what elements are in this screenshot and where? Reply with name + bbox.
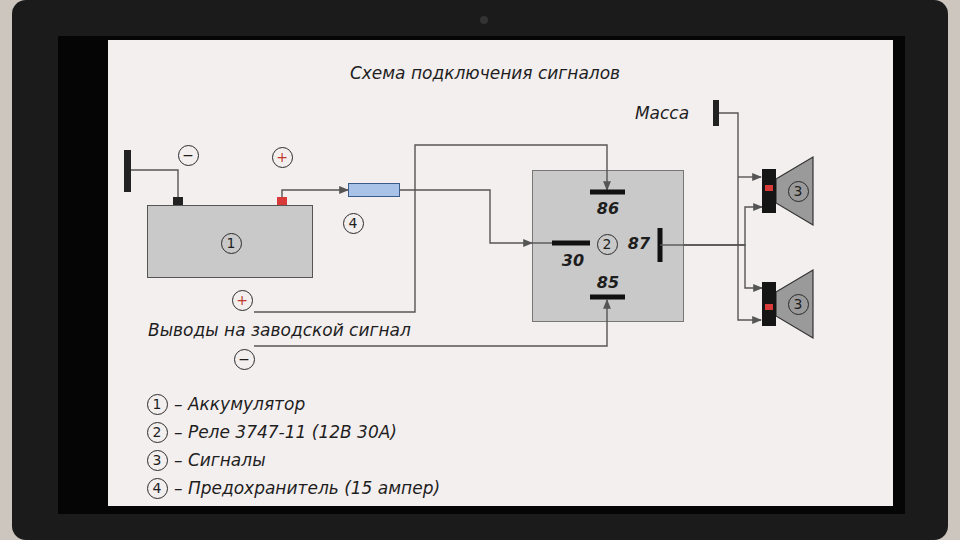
laptop-bezel [12,0,948,540]
text-slot: + [232,290,253,311]
text-slot: 3 [788,181,809,202]
callout-number: 3 [788,294,809,315]
pin-bar [590,295,625,300]
text-slot: 4 [147,478,168,499]
horn-symbol: 3 [762,268,814,340]
terminal-sign: − [234,349,255,370]
pin-number: 85 [597,273,619,293]
text-slot: – Аккумулятор [174,394,305,414]
legend-text: – Сигналы [174,450,266,470]
text-slot: 1 [221,233,242,254]
callout-number: 4 [343,213,364,234]
text-slot: Масса [635,103,689,123]
factory-plus-wire [254,145,607,312]
horn-symbol: 3 [762,155,814,227]
camera-dot [480,16,488,24]
legend-text: – Аккумулятор [174,394,305,414]
text-slot: − [234,349,255,370]
display-panel [58,36,905,514]
text-slot: – Предохранитель (15 ампер) [174,478,440,498]
text-slot: 2 [147,422,168,443]
pin-number: 30 [562,251,584,271]
battery-box: 1 [147,205,313,278]
text-slot: Схема подключения сигналов [350,63,620,83]
text-slot: 30 [562,251,584,271]
wire-connector [282,190,348,205]
text-slot: Выводы на заводской сигнал [148,320,411,340]
text-slot: 3 [788,294,809,315]
callout-number: 2 [597,234,618,255]
text-slot: 85 [597,273,619,293]
wire-note: Выводы на заводской сигнал [148,320,411,340]
text-slot: – Сигналы [174,450,266,470]
ground-wire [738,176,761,177]
ground-bar [713,100,719,126]
pin-wire [532,242,552,243]
callout-number: 1 [147,394,168,415]
video-frame [108,40,893,506]
callout-number: 2 [147,422,168,443]
ground-wire [131,170,178,197]
text-slot: 2 [597,234,618,255]
terminal-sign: − [178,145,199,166]
pin-bar [552,241,590,246]
text-slot: + [272,147,293,168]
wire-connector [684,245,762,288]
callout-number: 1 [221,233,242,254]
terminal-sign: + [232,290,253,311]
pin-wire [660,244,684,245]
wire-connector [400,190,532,243]
text-slot: − [178,145,199,166]
ground-label: Масса [635,103,689,123]
ground-wire [719,113,761,320]
terminal-sign: + [272,147,293,168]
pin-number: 87 [628,234,650,254]
text-slot: 1 [147,394,168,415]
legend-text: – Предохранитель (15 ампер) [174,478,440,498]
callout-number: 4 [147,478,168,499]
legend-text: – Реле 3747-11 (12В 30А) [174,422,397,442]
text-slot: – Реле 3747-11 (12В 30А) [174,422,397,442]
negative-terminal [173,197,183,205]
callout-number: 3 [788,181,809,202]
callout-number: 3 [147,450,168,471]
text-slot: 3 [147,450,168,471]
fuse-symbol: 4 [348,183,400,197]
diagram-title: Схема подключения сигналов [350,63,620,83]
ground-bar [124,150,131,192]
wire-connector [684,207,762,245]
text-slot: 87 [628,234,650,254]
positive-terminal [277,197,287,205]
pin-number: 86 [597,199,619,219]
text-slot: 4 [343,213,364,234]
pin-bar [590,190,625,195]
text-slot: 86 [597,199,619,219]
